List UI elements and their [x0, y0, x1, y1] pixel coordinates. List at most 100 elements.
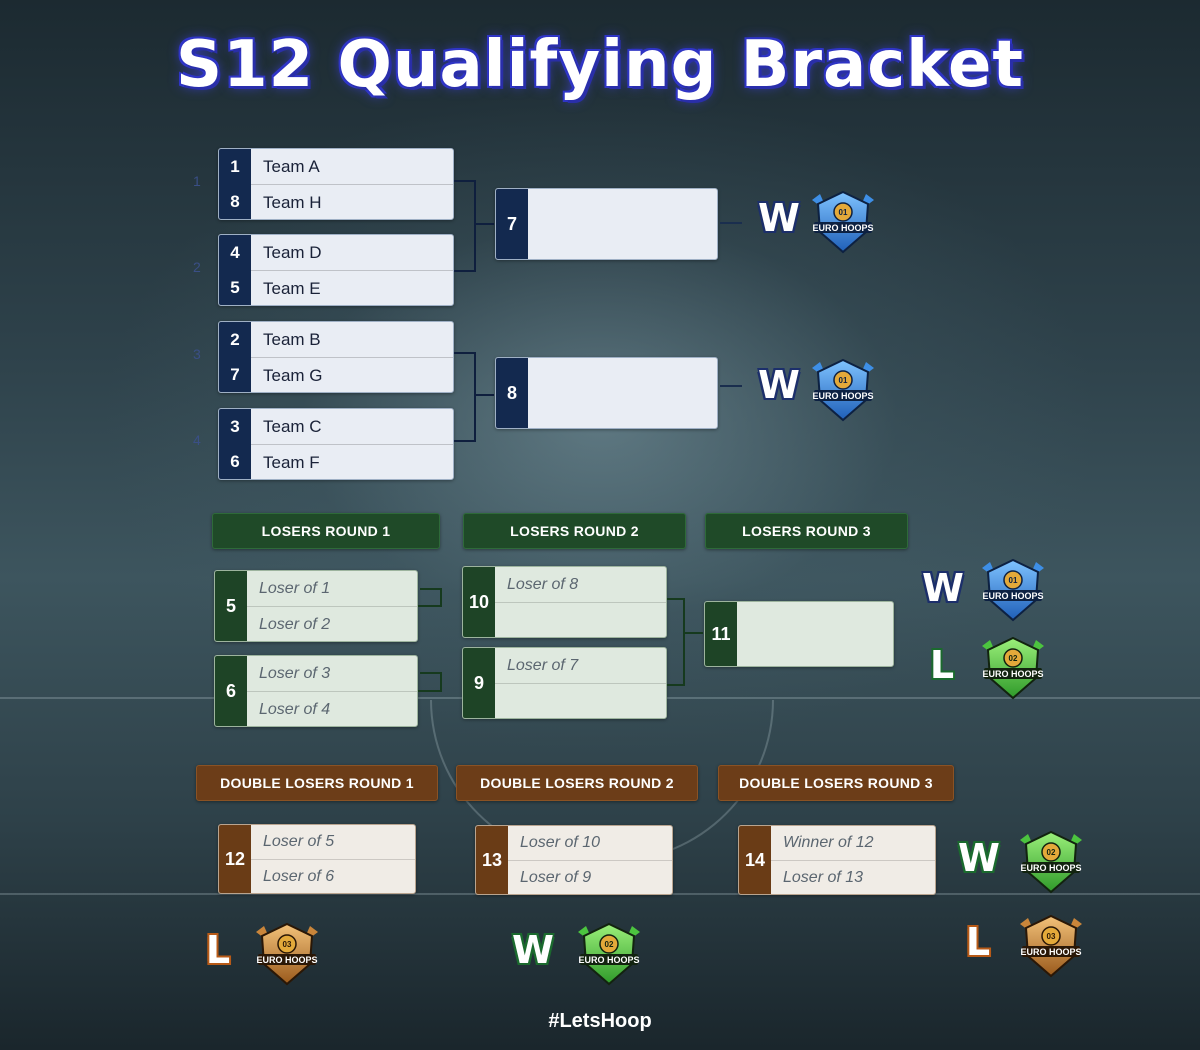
loser-letter: L [205, 928, 231, 972]
double-losers-match-14: 14 Winner of 12 Loser of 13 [738, 825, 936, 895]
match-number: 12 [219, 825, 251, 893]
seed-number: 7 [230, 364, 240, 384]
group-label-3: 3 [193, 346, 201, 362]
header-losers-round-3: LOSERS ROUND 3 [705, 513, 908, 549]
bracket-connector [474, 394, 494, 396]
winners-match-8: 8 [495, 357, 718, 429]
slot-text: Loser of 5 [263, 833, 335, 850]
team-name: Team D [263, 242, 322, 262]
logo-text: EURO HOOPS [1020, 947, 1081, 957]
header-losers-round-1: LOSERS ROUND 1 [212, 513, 440, 549]
bracket-connector [454, 352, 476, 442]
slot-text: Loser of 3 [259, 664, 331, 682]
logo-badge: 02 [1047, 848, 1056, 857]
seed-number: 3 [230, 416, 240, 436]
match-number: 11 [705, 602, 737, 666]
bracket-connector [420, 672, 442, 692]
double-losers-match-12: 12 Loser of 5 Loser of 6 [218, 824, 416, 894]
losers-match-5: 5 Loser of 1 Loser of 2 [214, 570, 418, 642]
loser-letter: L [929, 643, 955, 687]
header-losers-round-2: LOSERS ROUND 2 [463, 513, 686, 549]
winners-group-3: 2 7 Team B Team G [218, 321, 454, 393]
slot-text [495, 683, 666, 718]
header-double-losers-round-1: DOUBLE LOSERS ROUND 1 [196, 765, 438, 801]
seed-number: 2 [230, 329, 240, 349]
group-label-1: 1 [193, 173, 201, 189]
bracket-connector [667, 598, 685, 686]
winners-group-4: 3 6 Team C Team F [218, 408, 454, 480]
match-number: 7 [496, 189, 528, 259]
group-label-4: 4 [193, 432, 201, 448]
seed-number: 5 [230, 277, 240, 297]
winner-letter: W [758, 363, 800, 407]
loser-letter: L [965, 920, 991, 964]
slot-text [495, 602, 666, 637]
slot-text: Loser of 2 [247, 606, 417, 641]
winners-match-7: 7 [495, 188, 718, 260]
double-losers-match-13: 13 Loser of 10 Loser of 9 [475, 825, 673, 895]
losers-match-11: 11 [704, 601, 894, 667]
match-number: 6 [215, 656, 247, 726]
logo-badge: 03 [1047, 932, 1056, 941]
winner-letter: W [922, 566, 964, 610]
losers-match-6: 6 Loser of 3 Loser of 4 [214, 655, 418, 727]
logo-text: EURO HOOPS [812, 391, 873, 401]
bracket-connector [474, 223, 494, 225]
slot-text: Loser of 13 [771, 860, 935, 894]
logo-text: EURO HOOPS [256, 955, 317, 965]
bracket-connector [454, 180, 476, 272]
winner-letter: W [958, 836, 1000, 880]
slot-text: Winner of 12 [783, 834, 874, 851]
match-number: 10 [463, 567, 495, 637]
result-connector [720, 385, 742, 387]
match-number: 9 [463, 648, 495, 718]
bracket-connector [418, 690, 440, 692]
logo-text: EURO HOOPS [812, 223, 873, 233]
seed-number: 4 [230, 242, 240, 262]
logo-badge: 01 [1009, 576, 1018, 585]
losers-match-10: 10 Loser of 8 [462, 566, 667, 638]
slot-text: Loser of 4 [247, 691, 417, 726]
header-double-losers-round-2: DOUBLE LOSERS ROUND 2 [456, 765, 698, 801]
seed-number: 8 [230, 191, 240, 211]
slot-text [737, 602, 893, 666]
seed-number: 6 [230, 451, 240, 471]
slot-text: Loser of 10 [520, 834, 601, 851]
match-number: 14 [739, 826, 771, 894]
bracket-connector [420, 588, 442, 607]
team-name: Team G [251, 357, 453, 392]
team-name: Team A [263, 156, 320, 176]
team-name: Team E [251, 270, 453, 305]
result-connector [720, 222, 742, 224]
logo-badge: 03 [283, 940, 292, 949]
seed-number: 1 [230, 156, 240, 176]
slot-text: Loser of 1 [259, 579, 331, 597]
bracket-connector [418, 605, 440, 607]
slot-text: Loser of 8 [507, 575, 579, 593]
winner-letter: W [758, 196, 800, 240]
team-name: Team B [263, 329, 321, 349]
winners-group-1: 1 8 Team A Team H [218, 148, 454, 220]
team-name: Team F [251, 444, 453, 479]
header-double-losers-round-3: DOUBLE LOSERS ROUND 3 [718, 765, 954, 801]
winner-letter: W [512, 928, 554, 972]
team-name: Team H [251, 184, 453, 219]
page-title: S12 Qualifying Bracket [176, 28, 1024, 102]
losers-match-9: 9 Loser of 7 [462, 647, 667, 719]
slot-text: Loser of 6 [251, 859, 415, 893]
bracket-connector [683, 632, 703, 634]
match-number: 8 [496, 358, 528, 428]
winners-group-2: 4 5 Team D Team E [218, 234, 454, 306]
slot-text: Loser of 9 [508, 860, 672, 894]
logo-text: EURO HOOPS [578, 955, 639, 965]
match-number: 13 [476, 826, 508, 894]
group-label-2: 2 [193, 259, 201, 275]
match-number: 5 [215, 571, 247, 641]
